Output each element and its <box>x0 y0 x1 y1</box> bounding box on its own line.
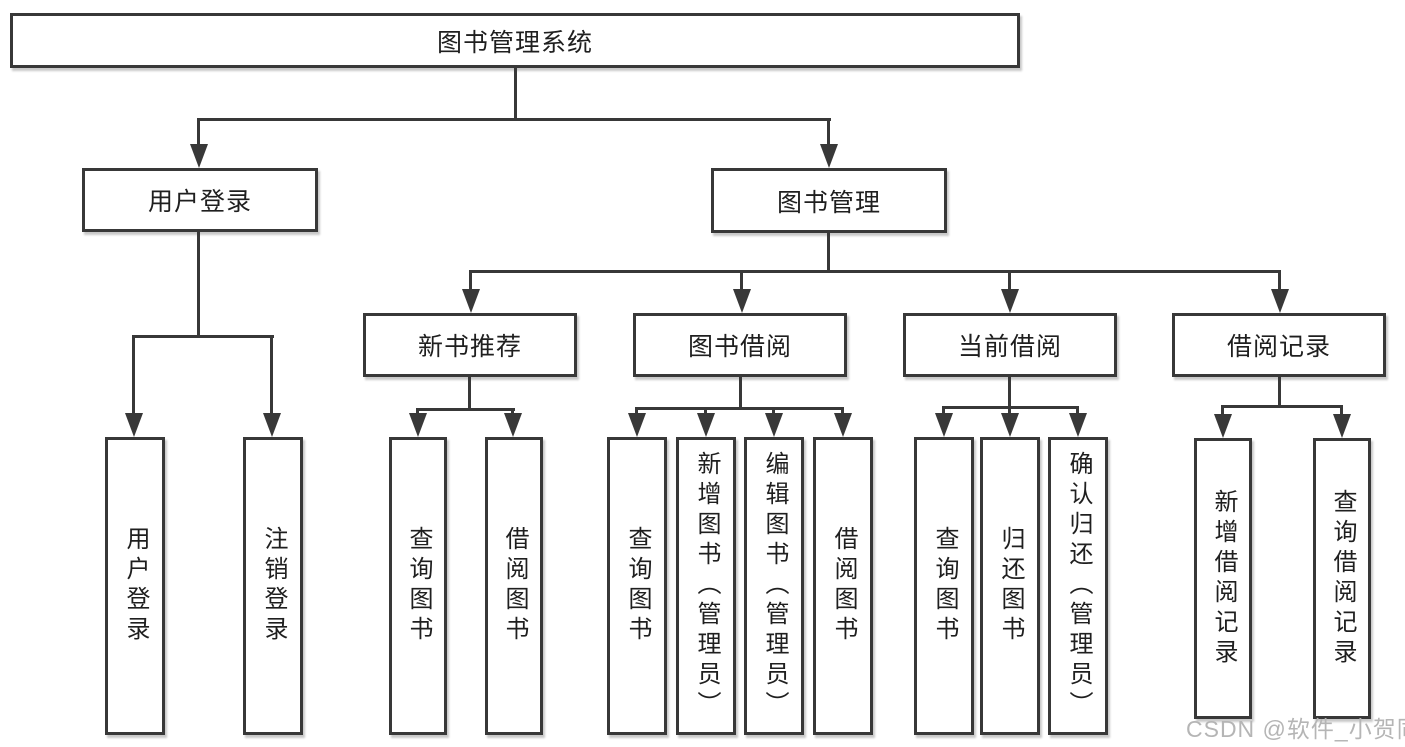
connector-vline <box>197 118 200 146</box>
arrowhead-down-icon <box>1069 413 1087 437</box>
leaf-label: 注销登录 <box>260 526 287 646</box>
leaf-label: 编辑图书（管理员） <box>761 451 788 721</box>
leaf-label: 新增借阅记录 <box>1210 488 1237 669</box>
node-book-borrowing: 图书借阅 <box>633 313 847 377</box>
connector-vline <box>772 407 775 415</box>
arrowhead-down-icon <box>733 289 751 313</box>
connector-vline <box>841 407 844 415</box>
connector-vline <box>1221 405 1224 415</box>
leaf-borrow-books: 借阅图书 <box>813 437 873 735</box>
node-user-login: 用户登录 <box>82 168 318 232</box>
arrowhead-down-icon <box>935 413 953 437</box>
connector-vline <box>1008 377 1011 406</box>
leaf-return-books: 归还图书 <box>980 437 1040 735</box>
connector-vline <box>197 232 200 335</box>
node-current-borrowing: 当前借阅 <box>903 313 1117 377</box>
node-library-management-system: 图书管理系统 <box>10 13 1020 68</box>
node-new-book-recommendation: 新书推荐 <box>363 313 577 377</box>
connector-vline <box>942 406 945 415</box>
connector-hline <box>416 408 515 411</box>
leaf-label: 查询图书 <box>624 526 651 646</box>
arrowhead-down-icon <box>834 413 852 437</box>
arrowhead-down-icon <box>628 413 646 437</box>
arrowhead-down-icon <box>504 413 522 437</box>
connector-vline <box>1008 270 1011 291</box>
leaf-query-books-recommend: 查询图书 <box>389 437 447 735</box>
leaf-borrow-books-recommend: 借阅图书 <box>485 437 543 735</box>
connector-vline <box>827 118 830 146</box>
arrowhead-down-icon <box>1333 414 1351 438</box>
node-label: 用户登录 <box>147 188 252 216</box>
leaf-label: 新增图书（管理员） <box>693 451 720 721</box>
leaf-add-book-admin: 新增图书（管理员） <box>676 437 736 735</box>
arrowhead-down-icon <box>820 144 838 168</box>
connector-hline <box>1221 405 1343 408</box>
node-label: 新书推荐 <box>417 333 522 361</box>
connector-vline <box>739 377 742 407</box>
connector-vline <box>132 335 135 415</box>
connector-hline <box>469 270 1281 273</box>
arrowhead-down-icon <box>190 144 208 168</box>
leaf-label: 查询图书 <box>931 526 958 646</box>
arrowhead-down-icon <box>1001 413 1019 437</box>
connector-hline <box>132 335 274 338</box>
leaf-label: 借阅图书 <box>501 526 528 646</box>
leaf-label: 归还图书 <box>997 526 1024 646</box>
connector-vline <box>827 232 830 272</box>
node-book-management: 图书管理 <box>711 168 947 233</box>
leaf-query-borrow-record: 查询借阅记录 <box>1313 438 1371 719</box>
connector-vline <box>740 270 743 291</box>
leaf-add-borrow-record: 新增借阅记录 <box>1194 438 1252 719</box>
leaf-logout: 注销登录 <box>243 437 303 735</box>
connector-vline <box>514 68 517 118</box>
connector-vline <box>1340 405 1343 415</box>
connector-vline <box>270 335 273 415</box>
connector-vline <box>511 408 514 415</box>
arrowhead-down-icon <box>125 413 143 437</box>
connector-hline <box>197 118 831 121</box>
node-label: 图书借阅 <box>687 333 792 361</box>
leaf-user-login: 用户登录 <box>105 437 165 735</box>
arrowhead-down-icon <box>263 413 281 437</box>
connector-vline <box>469 270 472 291</box>
arrowhead-down-icon <box>409 413 427 437</box>
connector-vline <box>704 407 707 415</box>
arrowhead-down-icon <box>1214 414 1232 438</box>
leaf-confirm-return-admin: 确认归还（管理员） <box>1048 437 1108 735</box>
leaf-query-books-current: 查询图书 <box>914 437 974 735</box>
arrowhead-down-icon <box>1001 289 1019 313</box>
leaf-label: 用户登录 <box>122 526 149 646</box>
connector-vline <box>416 408 419 415</box>
leaf-edit-book-admin: 编辑图书（管理员） <box>744 437 804 735</box>
connector-vline <box>1076 406 1079 415</box>
connector-vline <box>1278 377 1281 405</box>
node-label: 借阅记录 <box>1226 333 1331 361</box>
leaf-query-books-borrow: 查询图书 <box>607 437 667 735</box>
csdn-watermark: CSDN @软件_小贺同学 <box>1186 716 1405 742</box>
leaf-label: 借阅图书 <box>830 526 857 646</box>
connector-vline <box>635 407 638 415</box>
arrowhead-down-icon <box>1271 289 1289 313</box>
connector-hline <box>635 407 844 410</box>
leaf-label: 确认归还（管理员） <box>1065 451 1092 721</box>
connector-vline <box>468 377 471 408</box>
arrowhead-down-icon <box>462 289 480 313</box>
leaf-label: 查询借阅记录 <box>1329 488 1356 669</box>
node-label: 图书管理系统 <box>436 28 593 57</box>
node-label: 图书管理 <box>776 188 881 217</box>
leaf-label: 查询图书 <box>405 526 432 646</box>
node-borrowing-records: 借阅记录 <box>1172 313 1386 377</box>
arrowhead-down-icon <box>765 413 783 437</box>
node-label: 当前借阅 <box>957 333 1062 361</box>
connector-vline <box>1278 270 1281 291</box>
connector-vline <box>1008 406 1011 415</box>
arrowhead-down-icon <box>697 413 715 437</box>
